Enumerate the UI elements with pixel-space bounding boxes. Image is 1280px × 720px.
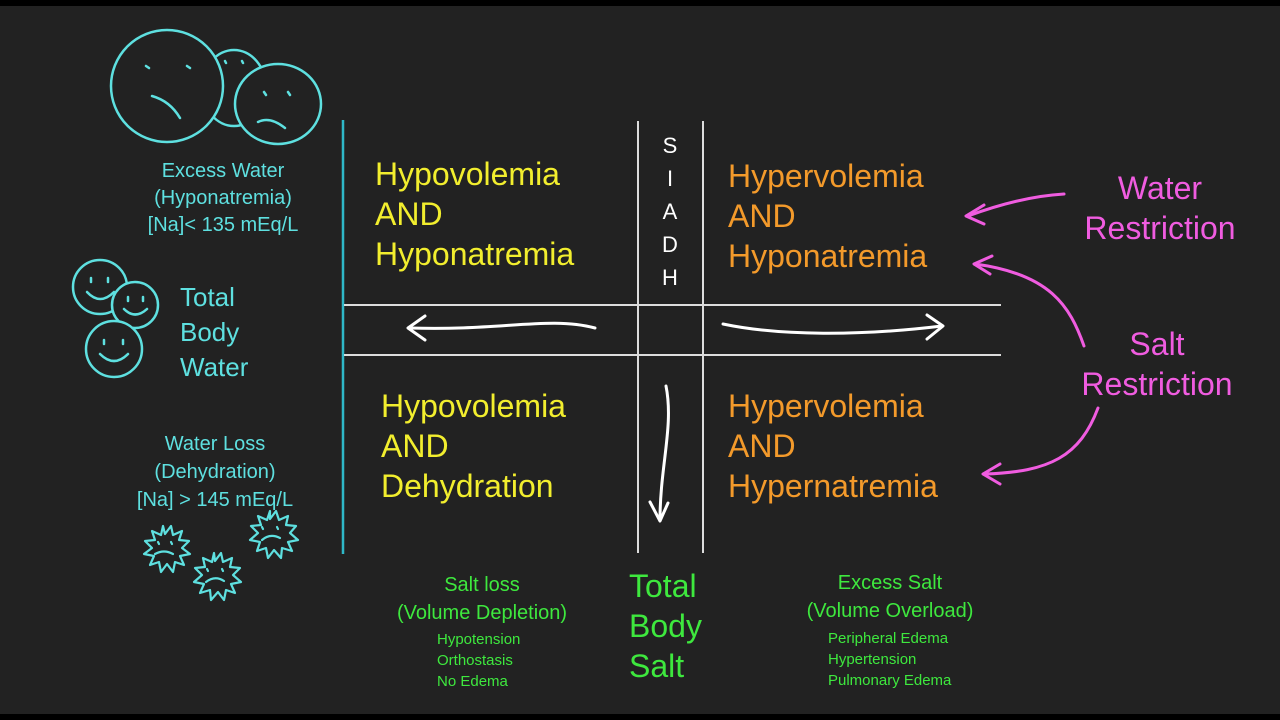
- quadrant-top-left: Hypovolemia AND Hyponatremia: [375, 154, 574, 274]
- finding-item: Orthostasis: [437, 652, 513, 669]
- total-body-water-line-3: Water: [180, 352, 249, 382]
- siadh-letter: I: [666, 166, 674, 191]
- quadrant-bottom-left: Hypovolemia AND Dehydration: [381, 386, 566, 506]
- salt-restriction-line-1: Salt: [1129, 326, 1185, 362]
- salt-restriction-arrow-upper: [972, 254, 1086, 348]
- finding-item: Peripheral Edema: [828, 630, 949, 647]
- diagram-drawing: [71, 28, 1100, 602]
- dehydration-line: (Dehydration): [154, 461, 276, 483]
- quadrant-top-left-line-1: Hypovolemia: [375, 156, 560, 192]
- quadrant-top-right: Hypervolemia AND Hyponatremia: [728, 156, 927, 276]
- quadrant-bottom-right-line-2: AND: [728, 428, 796, 464]
- total-body-water-line-2: Body: [180, 317, 240, 347]
- excess-salt-label: Excess Salt (Volume Overload): [780, 569, 1000, 625]
- finding-item: No Edema: [437, 673, 508, 690]
- total-body-water-label: Total Body Water: [180, 280, 248, 385]
- right-arrow: [721, 313, 945, 341]
- salt-restriction-label: Salt Restriction: [1062, 324, 1252, 404]
- water-restriction-arrow: [964, 192, 1066, 226]
- siadh-letter: A: [662, 199, 678, 224]
- total-body-salt-line-2: Body: [629, 608, 702, 644]
- sodium-threshold-low: [Na]< 135 mEq/L: [147, 214, 299, 236]
- volume-depletion-title: (Volume Depletion): [396, 602, 568, 624]
- diagram-board: Excess Water (Hyponatremia) [Na]< 135 mE…: [0, 6, 1280, 714]
- salt-loss-title: Salt loss: [444, 574, 520, 596]
- excess-water-label: Excess Water (Hyponatremia) [Na]< 135 mE…: [128, 158, 318, 239]
- quadrant-bottom-right-line-1: Hypervolemia: [728, 388, 924, 424]
- water-restriction-label: Water Restriction: [1065, 168, 1255, 248]
- down-arrow: [648, 384, 670, 523]
- quadrant-top-left-line-3: Hyponatremia: [375, 236, 575, 272]
- excess-water-line: Excess Water: [161, 160, 285, 182]
- quadrant-top-right-line-1: Hypervolemia: [728, 158, 924, 194]
- total-body-salt-line-1: Total: [629, 568, 697, 604]
- salt-restriction-line-2: Restriction: [1081, 366, 1233, 402]
- water-loss-line: Water Loss: [164, 433, 266, 455]
- excess-salt-findings: Peripheral Edema Hypertension Pulmonary …: [828, 628, 951, 691]
- siadh-letter: H: [662, 265, 678, 290]
- quadrant-bottom-right-line-3: Hypernatremia: [728, 468, 938, 504]
- quadrant-top-left-line-2: AND: [375, 196, 443, 232]
- total-body-salt-line-3: Salt: [629, 648, 685, 684]
- quadrant-bottom-right: Hypervolemia AND Hypernatremia: [728, 386, 938, 506]
- quadrant-bottom-left-line-1: Hypovolemia: [381, 388, 566, 424]
- salt-loss-label: Salt loss (Volume Depletion): [372, 571, 592, 627]
- shriveled-sad-cells-icon: [142, 509, 300, 602]
- excess-salt-title: Excess Salt: [837, 572, 943, 594]
- water-loss-label: Water Loss (Dehydration) [Na] > 145 mEq/…: [115, 430, 315, 514]
- water-restriction-line-2: Restriction: [1084, 210, 1236, 246]
- quadrant-bottom-left-line-2: AND: [381, 428, 449, 464]
- finding-item: Hypotension: [437, 631, 521, 648]
- finding-item: Pulmonary Edema: [828, 672, 952, 689]
- total-body-salt-label: Total Body Salt: [629, 566, 702, 686]
- grid-lines: [344, 121, 1001, 553]
- siadh-vertical-label: S I A D H: [650, 129, 690, 294]
- salt-loss-findings: Hypotension Orthostasis No Edema: [437, 629, 520, 692]
- sodium-threshold-high: [Na] > 145 mEq/L: [136, 489, 294, 511]
- hyponatremia-line: (Hyponatremia): [154, 187, 292, 209]
- swollen-sad-cells-icon: [109, 28, 323, 146]
- quadrant-top-right-line-2: AND: [728, 198, 796, 234]
- water-restriction-line-1: Water: [1117, 170, 1203, 206]
- quadrant-bottom-left-line-3: Dehydration: [381, 468, 554, 504]
- quadrant-top-right-line-3: Hyponatremia: [728, 238, 928, 274]
- finding-item: Hypertension: [828, 651, 917, 668]
- total-body-water-line-1: Total: [180, 282, 235, 312]
- quadrant-frame: [341, 118, 1004, 556]
- happy-cells-icon: [71, 258, 160, 379]
- siadh-letter: D: [662, 232, 678, 257]
- left-arrow: [406, 314, 597, 342]
- volume-overload-title: (Volume Overload): [806, 600, 974, 622]
- salt-restriction-arrow-lower: [981, 406, 1100, 486]
- siadh-letter: S: [662, 133, 678, 158]
